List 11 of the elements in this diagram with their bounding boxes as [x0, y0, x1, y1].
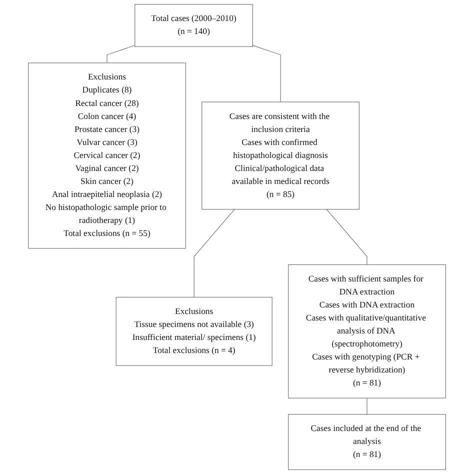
connector — [106, 45, 136, 64]
connector — [252, 45, 281, 102]
connector — [366, 398, 368, 415]
connector — [194, 209, 235, 298]
node-box: Exclusions Tissue specimens not available (3) Insufficient material/ specimens (1) Total exclusions (n = 4) — [116, 296, 272, 366]
node-box: Cases included at the end of the analysis (n = 81) — [288, 414, 446, 470]
node-box: Total cases (2000–2010) (n = 140) — [134, 4, 253, 47]
node-box: Exclusions Duplicates (8) Rectal cancer (28) Colon cancer (4) Prostate cancer (3) Vulvar cancer (3) Cervical cancer (2) Vaginal cancer (2) Skin cancer (2) Anal intraepitelial neoplasia (2) No histopathologic sample prior to radiotherapy (1) Total exclusions (n = 55) — [28, 62, 186, 249]
connector — [326, 209, 368, 265]
node-box: Cases with sufficient samples for DNA extraction Cases with DNA extraction Cases with qualitative/quantitative analysis of DNA (spectrophotometry) Cases with genotyping (PCR + reverse hybridization) (n = 81) — [288, 264, 446, 398]
node-box: Cases are consistent with the inclusion criteria Cases with confirmed histopathological diagnosis Clinical/pathological data available in medical records (n = 85) — [202, 102, 360, 210]
